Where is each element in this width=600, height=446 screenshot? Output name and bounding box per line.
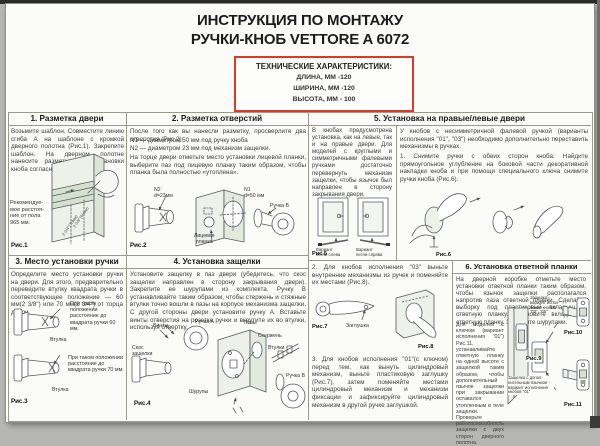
- tech-specs-box: ТЕХНИЧЕСКИЕ ХАРАКТЕРИСТИКИ: ДЛИНА, ММ -1…: [234, 56, 414, 112]
- hole-n1-label: N1 d=50 мм: [244, 187, 265, 199]
- position-70mm-label: При таком положении расстояние до квадра…: [68, 355, 124, 374]
- fig10-caption: Рис.10: [564, 330, 583, 336]
- plug-label: Заглушка: [346, 323, 369, 329]
- fig11-caption: Рис.11: [564, 402, 582, 408]
- section4-title: 4. Установка защелки: [173, 257, 261, 266]
- scan-artifact-top: [0, 0, 600, 4]
- page-title-line1: ИНСТРУКЦИЯ ПО МОНТАЖУ: [197, 12, 403, 29]
- section1-title: 1. Разметка двери: [30, 114, 104, 123]
- handle-b-label: Ручка В: [270, 203, 289, 209]
- handle-b-label-2: Ручка В: [286, 373, 305, 379]
- lever-plug-figure: [314, 296, 378, 322]
- scan-artifact-right: [597, 0, 600, 428]
- latch-70mm-figure: [12, 352, 64, 386]
- tech-specs-title: ТЕХНИЧЕСКИЕ ХАРАКТЕРИСТИКИ:: [256, 62, 392, 71]
- latch-60mm-figure: [12, 306, 64, 340]
- grid-line: [8, 125, 591, 126]
- section6-title: 6. Установка ответной планки: [465, 262, 578, 271]
- grid-line: [308, 112, 309, 420]
- mechanism-swap-figure: [392, 286, 450, 342]
- section5-item3: 3. Для кнобов исполнения "01"(с ключом) …: [312, 356, 448, 409]
- page-title-line2: РУЧКИ-КНОБ VETTORE A 6072: [190, 31, 410, 48]
- slots-label: Пазы: [244, 320, 257, 326]
- section5-item1: 1. Снимите ручки с обеих сторон кноба: Н…: [400, 153, 588, 183]
- fig8-caption: Рис.8: [418, 344, 434, 350]
- position-60mm-label: При таком положении расстояние до квадра…: [70, 301, 116, 332]
- handle-removal-figure: [404, 186, 572, 250]
- section3-title: 3. Место установки ручки: [15, 257, 119, 266]
- scan-artifact-corner: [590, 416, 600, 428]
- section5-right-intro: У кнобов с несимметричной фалевой ручкой…: [400, 128, 588, 151]
- sections-grid-border: [8, 112, 593, 422]
- bush-label-1: Втулка: [50, 337, 67, 343]
- section2-n2: N2 — диаметром 23 мм под механизм защелк…: [130, 145, 271, 152]
- section4-body: Установите защелку в паз двери (убедитес…: [130, 271, 306, 332]
- left-right-doors-figure: [316, 196, 390, 246]
- bush-label-2: Втулка: [52, 387, 69, 393]
- latch-install-exploded-figure: [130, 316, 308, 418]
- section2-title: 2. Разметка отверстий: [171, 114, 263, 123]
- instruction-page: ИНСТРУКЦИЯ ПО МОНТАЖУ РУЧКИ-КНОБ VETTORE…: [6, 4, 594, 446]
- spec-length: ДЛИНА, ММ -120: [296, 74, 352, 81]
- latch-03-05-figure: [560, 296, 592, 328]
- holes-marking-figure: [132, 184, 304, 250]
- hinge-left-label: Вариант петли слева: [316, 247, 341, 257]
- fig3-caption: Рис.3: [11, 398, 28, 405]
- latch-01-figure: [558, 356, 592, 400]
- hinge-right-label: Вариант петли справа: [356, 247, 383, 257]
- floor-distance-note: Рекомендуе­мое расстоя­ние от пола 965 м…: [10, 200, 44, 226]
- fig2-caption: Рис.2: [130, 242, 147, 249]
- grid-line: [126, 112, 127, 420]
- spec-height: ВЫСОТА, ММ - 100: [292, 96, 356, 103]
- latch-01-label: Защелка с допол- нительным язычком - вар…: [508, 375, 554, 396]
- section6-body2: Для моделей с ключом (вариант исполнения…: [456, 322, 504, 446]
- section5-title: 5. Установка на правые/левые двери: [373, 114, 526, 123]
- grid-line: [452, 273, 591, 274]
- bushes-label: Втулки: [268, 345, 285, 351]
- fig6-caption: Рис.6: [436, 252, 451, 258]
- grid-line: [8, 268, 308, 269]
- section2-p1: После того как вы нанесли разметку, прос…: [130, 128, 306, 143]
- fig7-caption: Рис.7: [312, 324, 328, 330]
- screws-top-label: Винты: [153, 323, 169, 329]
- section5-intro: В кнобах предусмотрена установка, как на…: [312, 128, 392, 198]
- section2-p2: На торце двери отметьте место установки …: [130, 154, 306, 177]
- hole-n2-label: N2 d=23мм: [154, 187, 173, 199]
- grid-line: [308, 260, 591, 261]
- grid-line: [8, 255, 308, 256]
- spec-width: ШИРИНА, ММ -120: [293, 85, 355, 92]
- door-marking-figure: 2-3/8"(60мм) 2-3/4"(70мм): [44, 148, 126, 248]
- grid-line: [396, 125, 397, 260]
- section2-n1: N1 — диаметром 50 мм под ручку кноба: [130, 137, 248, 144]
- fig5-caption: Рис.5: [312, 251, 327, 257]
- fig1-caption: Рис.1: [11, 242, 28, 249]
- spindle-label: Стержень: [258, 333, 282, 339]
- fig4-caption: Рис.4: [134, 400, 151, 407]
- grid-line: [452, 260, 453, 420]
- screws-label: Шурупы: [189, 389, 209, 395]
- fig9-caption: Рис.9: [526, 356, 542, 362]
- section5-item2: 2. Для кнобов исполнения "03" выньте вну…: [312, 264, 448, 287]
- handle-a-label: Ручка А: [195, 319, 214, 325]
- latch-03-05-label: Защелка - вариант испол- нения кнобов "0…: [530, 295, 560, 315]
- faceplate-label: Лицевая планка: [194, 233, 215, 245]
- latch-bevel-label: Скос защелки: [132, 345, 153, 357]
